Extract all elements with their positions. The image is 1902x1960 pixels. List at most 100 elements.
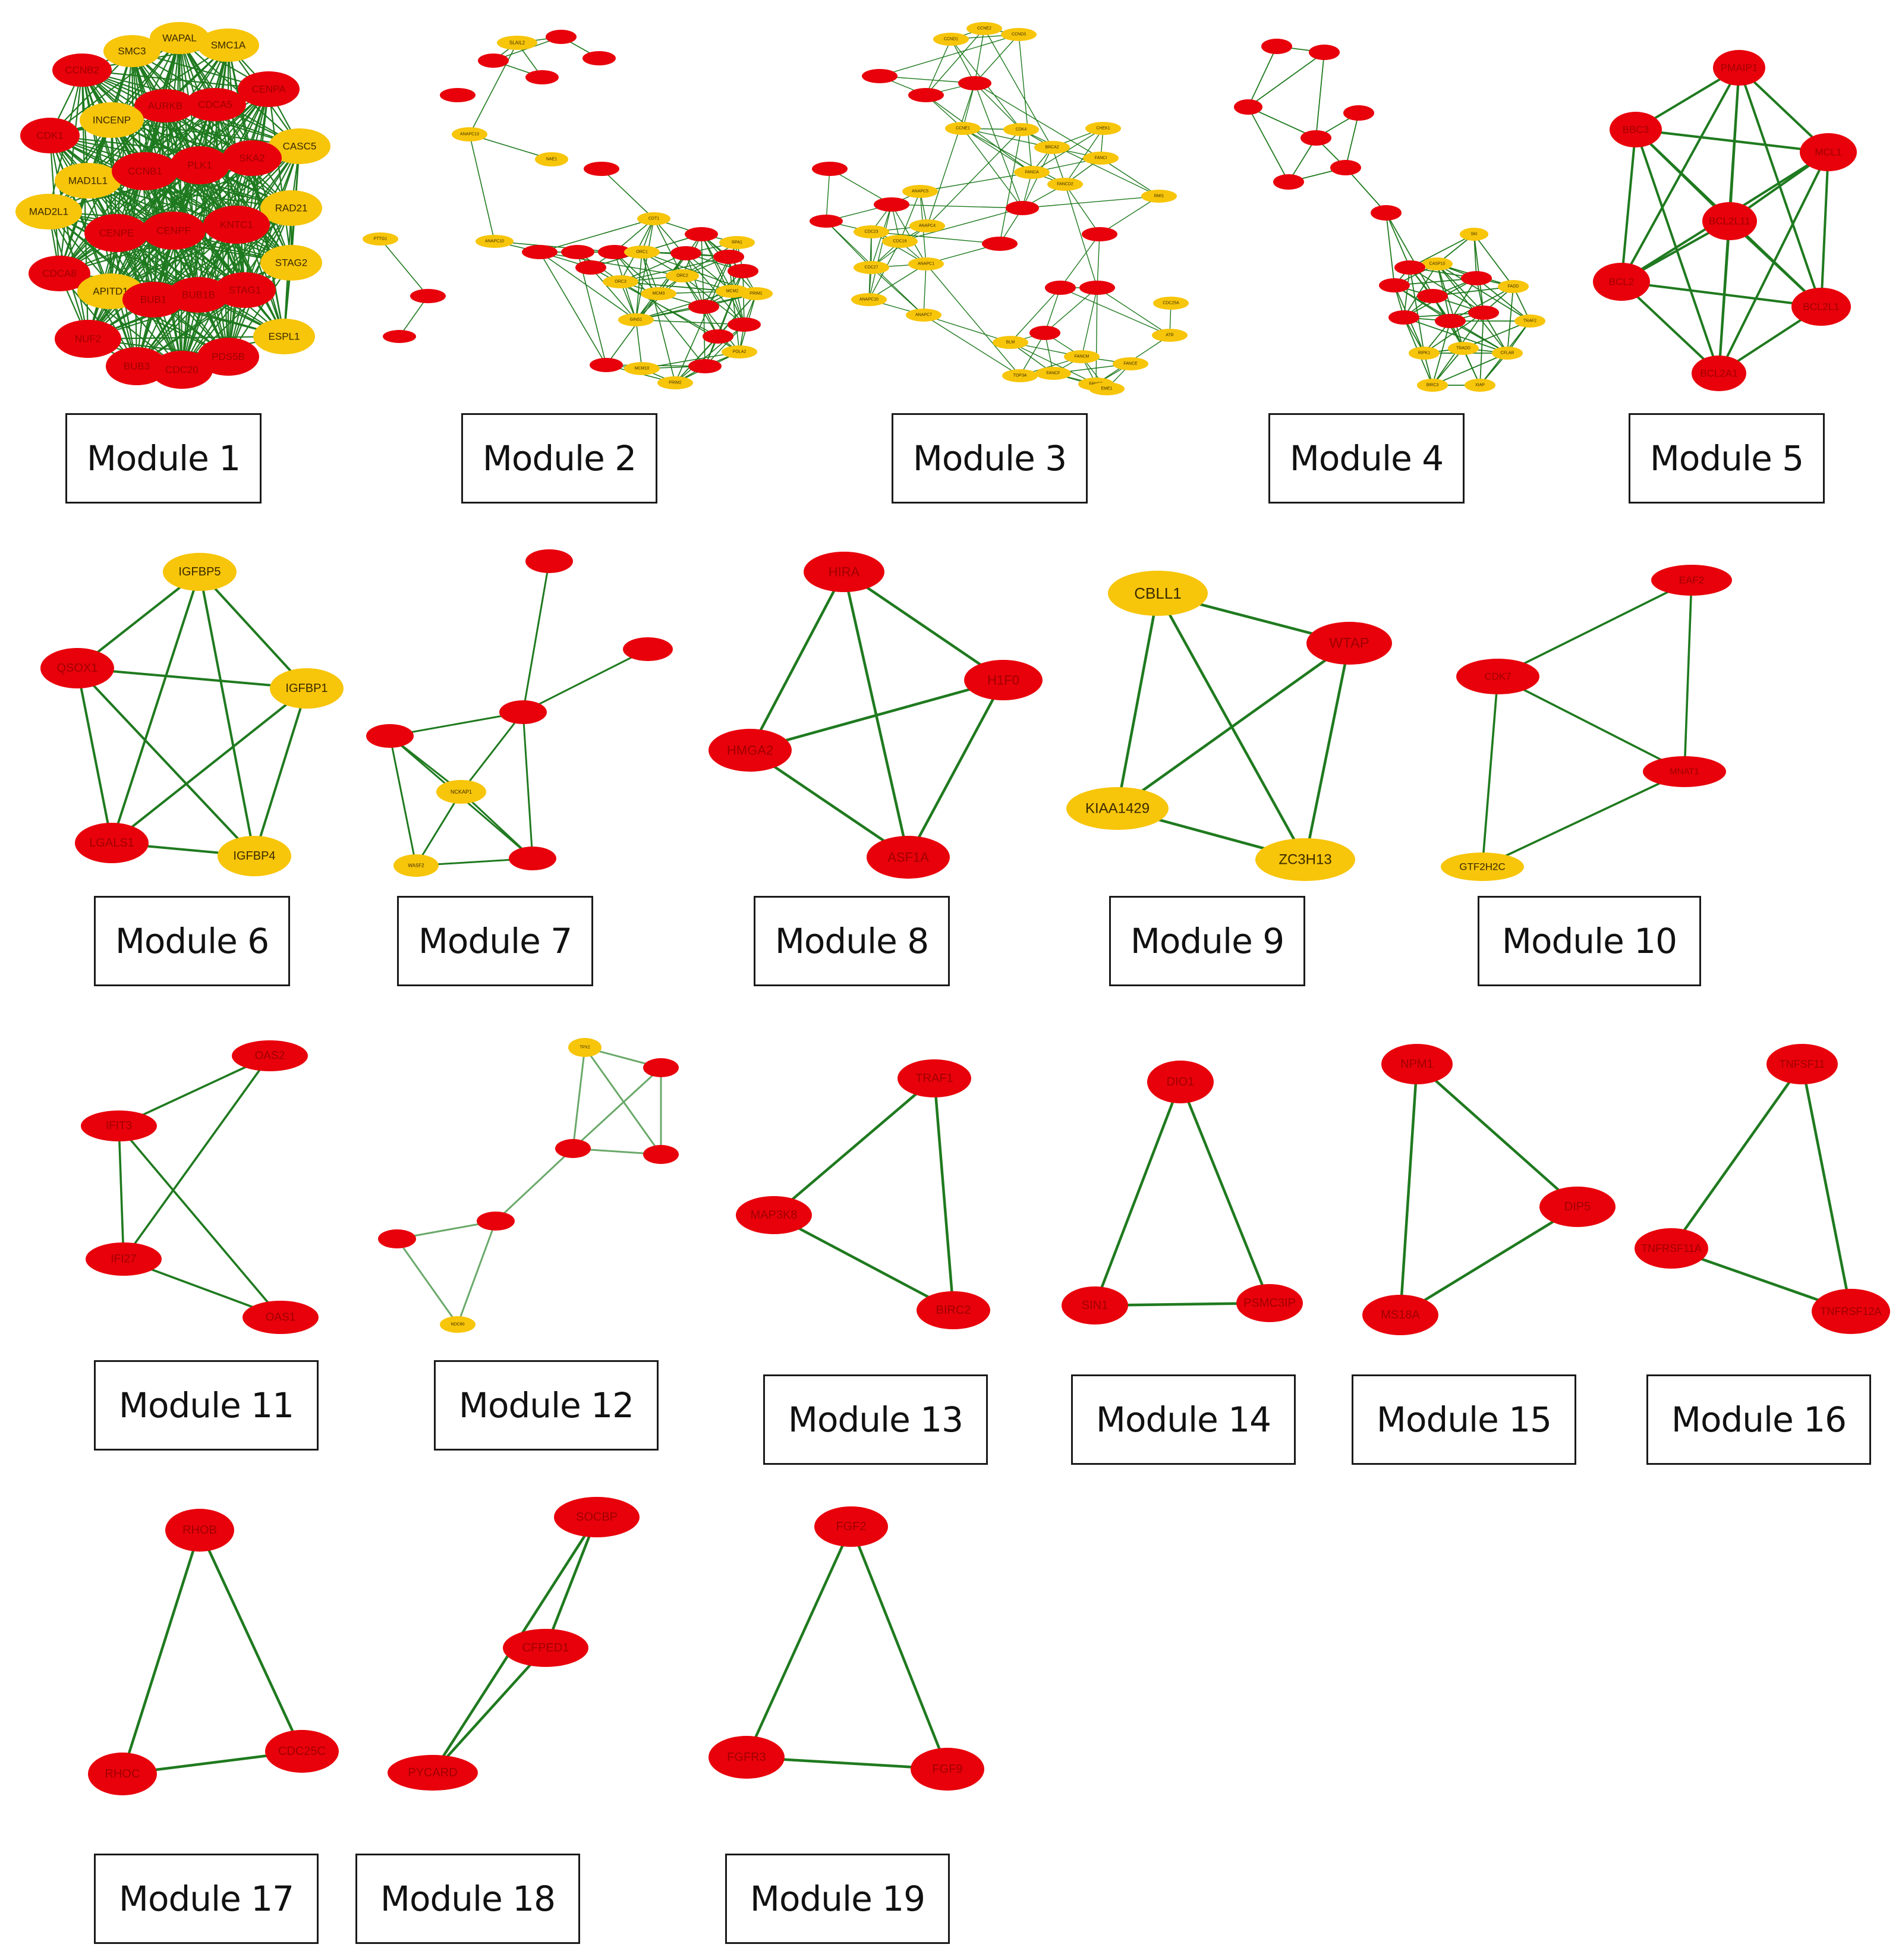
network-edge <box>460 791 534 860</box>
gene-node <box>1083 152 1119 165</box>
gene-node <box>476 235 514 248</box>
gene-node-label: H1F0 <box>987 673 1019 688</box>
network-edge <box>1399 1206 1579 1316</box>
gene-node <box>477 1212 515 1231</box>
gene-node <box>1234 99 1262 115</box>
gene-node <box>1461 271 1492 285</box>
module-2-label: Module 2 <box>461 413 657 504</box>
module-19-label: Module 19 <box>725 1854 950 1944</box>
network-edge <box>1097 234 1100 288</box>
gene-node-label: FANCE <box>1123 362 1138 366</box>
gene-node <box>393 854 439 877</box>
network-edge <box>584 1047 662 1155</box>
network-edge <box>1450 286 1514 322</box>
module-13-label: Module 13 <box>763 1374 988 1465</box>
module-12-label: Module 12 <box>434 1360 659 1451</box>
gene-node <box>624 362 660 375</box>
gene-node-label: WASF2 <box>408 863 424 869</box>
network-edge <box>682 275 745 325</box>
gene-node <box>851 293 887 306</box>
gene-node-label: HMGA2 <box>727 743 773 758</box>
gene-node <box>708 1736 785 1779</box>
network-edge <box>984 28 1053 148</box>
network-edge <box>539 218 654 253</box>
gene-node-label: DIO1 <box>1167 1075 1195 1088</box>
gene-node-label: XIAP <box>1475 383 1485 388</box>
gene-node <box>908 257 944 270</box>
gene-node <box>197 29 259 62</box>
gene-node <box>1791 288 1851 326</box>
network-edge <box>110 89 269 292</box>
network-edge <box>1437 263 1464 349</box>
gene-node-label: PYCARD <box>408 1766 457 1779</box>
gene-node <box>810 215 843 228</box>
network-edge <box>1463 320 1531 349</box>
gene-node-label: PMAIP1 <box>1721 62 1758 74</box>
gene-node <box>383 330 416 343</box>
gene-node-label: BIRC3 <box>1426 383 1439 388</box>
network-edge <box>974 83 1022 130</box>
network-edge <box>962 83 975 129</box>
gene-node-label: SIN1 <box>1082 1299 1108 1312</box>
network-edge <box>826 168 830 222</box>
gene-node <box>1001 28 1037 41</box>
network-edge <box>923 263 927 316</box>
gene-node <box>906 309 941 322</box>
network-edge <box>749 571 845 751</box>
gene-node <box>1082 227 1117 241</box>
gene-node <box>1692 355 1746 391</box>
gene-node <box>1593 263 1650 301</box>
network-edge <box>925 95 1032 173</box>
network-edge <box>703 306 740 353</box>
gene-node <box>598 245 631 259</box>
network-edge <box>1403 263 1438 318</box>
network-edge <box>1683 580 1693 772</box>
gene-node-label: CDC23 <box>865 230 878 234</box>
gene-node <box>555 1139 591 1158</box>
network-edge <box>1060 234 1100 288</box>
network-edge <box>1481 676 1499 867</box>
module-6-label: Module 6 <box>94 896 290 986</box>
gene-node <box>232 1040 308 1071</box>
gene-node <box>55 320 121 358</box>
gene-node-label: TRADD <box>1456 347 1470 351</box>
gene-node <box>112 152 178 190</box>
gene-node <box>141 212 206 250</box>
gene-node <box>643 1145 679 1164</box>
gene-node-label: HIRA <box>829 565 860 580</box>
gene-node <box>40 648 114 688</box>
network-edge <box>749 749 909 858</box>
network-edge <box>1097 287 1170 336</box>
network-edge <box>999 129 1022 244</box>
gene-node <box>867 836 950 879</box>
network-edge <box>1060 287 1170 336</box>
gene-node-label: CDC20 <box>165 364 199 376</box>
network-edge <box>1635 128 1829 153</box>
network-edge <box>701 234 745 325</box>
gene-node <box>1539 1187 1616 1227</box>
gene-node-label: TOP3A <box>1013 374 1027 378</box>
network-edge <box>868 263 927 300</box>
gene-node-label: TNFRSF11A <box>1641 1242 1702 1254</box>
network-edge <box>590 267 637 320</box>
network-edge <box>49 135 89 339</box>
network-edge <box>704 324 745 367</box>
gene-node-label: FADD <box>1508 285 1519 289</box>
network-edge <box>1507 286 1514 354</box>
gene-node <box>623 637 673 661</box>
network-edge <box>415 791 462 866</box>
network-edge <box>927 83 975 226</box>
gene-node <box>582 51 616 65</box>
network-edge <box>572 1066 662 1150</box>
network-edge <box>1315 52 1325 139</box>
gene-node <box>197 338 259 376</box>
network-edge <box>1081 287 1098 357</box>
gene-node <box>666 269 699 282</box>
gene-node-label: WTAP <box>1329 635 1369 652</box>
